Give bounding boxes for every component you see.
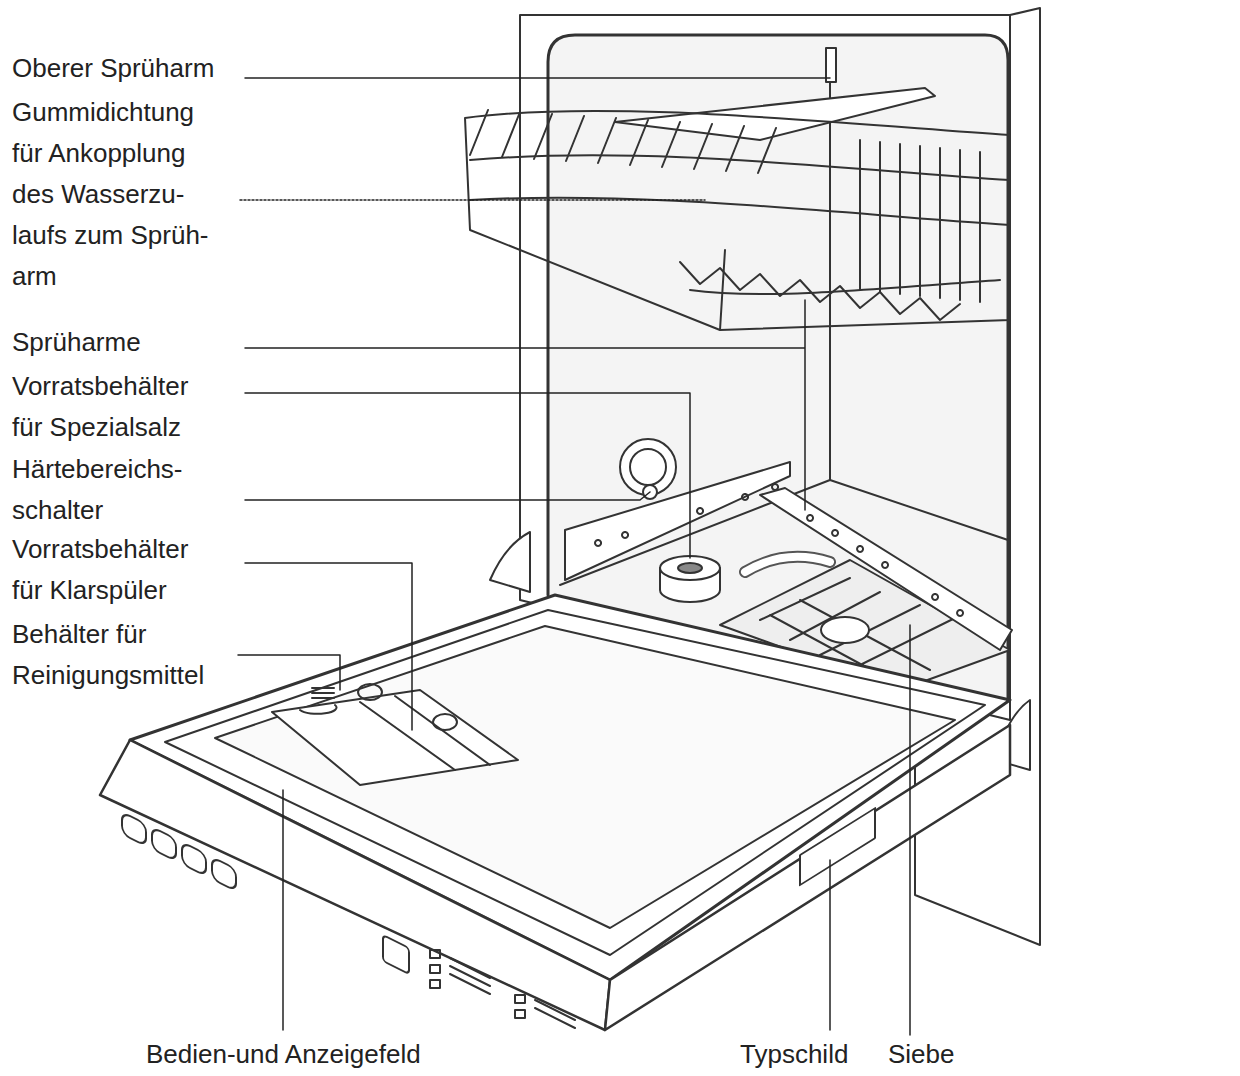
part-label: Typschild <box>740 1034 848 1075</box>
lower-spray-arm <box>760 488 1012 650</box>
basket-rail-low <box>690 280 1000 294</box>
filter-center <box>821 617 869 643</box>
basket-tines <box>470 110 776 173</box>
control-button <box>182 842 206 876</box>
leader-line <box>909 625 911 1035</box>
door-hinge-left <box>490 532 530 592</box>
type-plate <box>800 808 875 885</box>
part-label: Behälter für Reinigungsmittel <box>12 614 222 696</box>
leader-lines <box>238 78 910 1035</box>
spray-holes <box>807 515 963 616</box>
part-label: Sprüharme <box>12 322 141 363</box>
middle-arm <box>745 557 830 572</box>
dispenser-grid <box>312 688 334 698</box>
part-label: Siebe <box>888 1034 955 1075</box>
door-front <box>100 740 610 1030</box>
leader-line <box>245 393 690 558</box>
leader-line <box>245 563 412 730</box>
part-label: Vorratsbehälter für Klarspüler <box>12 529 222 611</box>
basket-bottom <box>680 262 960 320</box>
part-label: Vorratsbehälter für Spezialsalz <box>12 366 222 448</box>
dispenser-lines <box>300 696 490 770</box>
part-label: Bedien-und Anzeigefeld <box>146 1034 421 1075</box>
leader-line <box>245 300 805 510</box>
leader-line <box>245 492 650 500</box>
leader-line <box>238 655 340 690</box>
middle-arm-inner <box>745 557 830 572</box>
basket-tines-right <box>860 140 980 302</box>
leader-line <box>282 790 284 1030</box>
salt-opening <box>678 563 702 573</box>
leader-line <box>245 77 830 79</box>
control-button <box>152 827 176 861</box>
leader-line <box>240 199 705 201</box>
dispenser-knob <box>433 714 457 730</box>
part-label: Oberer Sprüharm <box>12 48 214 89</box>
display-window <box>383 935 409 974</box>
trim-holes <box>595 484 778 546</box>
dispenser <box>272 690 518 785</box>
part-label: Gummidichtung für Ankopplung des Wasserz… <box>12 92 222 297</box>
control-button <box>122 812 146 846</box>
door-side <box>605 725 1010 1030</box>
door-rim <box>165 610 985 955</box>
dispenser-knob <box>358 684 382 700</box>
salt-lid <box>660 556 720 580</box>
upper-arm-tube <box>826 48 836 82</box>
basket-rails <box>465 111 1010 330</box>
part-label: Härtebereichs- schalter <box>12 449 222 531</box>
display-indicators <box>430 950 575 1028</box>
door-top <box>130 595 1010 980</box>
control-button <box>212 857 236 891</box>
leader-line <box>829 860 831 1030</box>
